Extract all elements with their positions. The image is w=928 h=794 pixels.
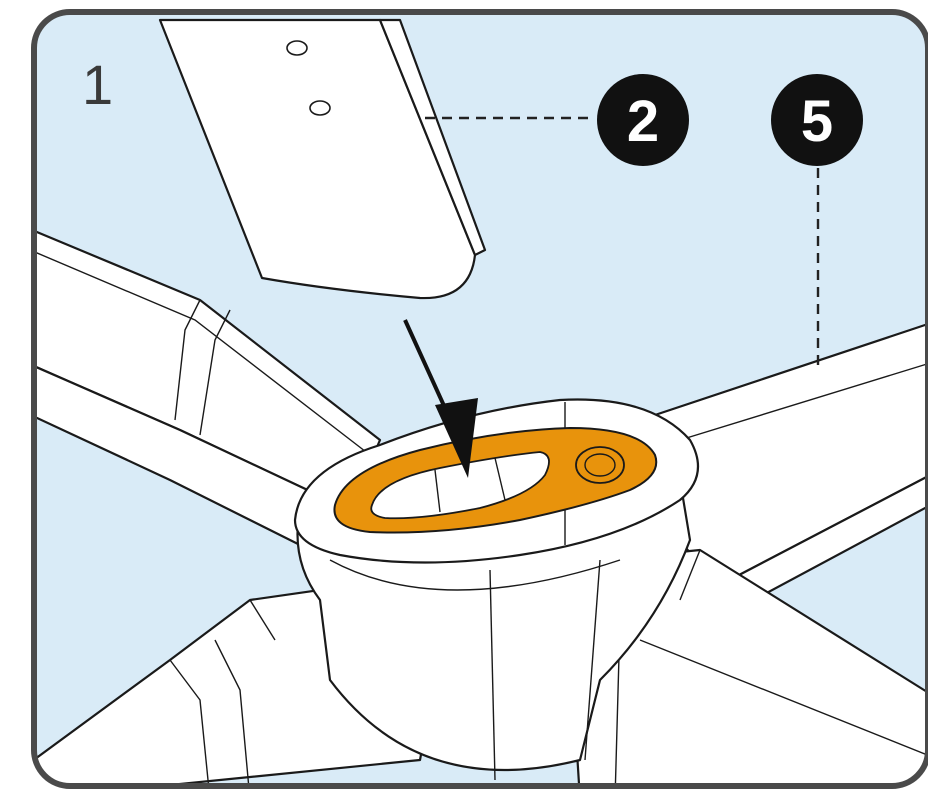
- callout-2: 2: [597, 74, 689, 166]
- insert-arrow: [403, 319, 478, 478]
- callout-5-label: 5: [801, 89, 833, 154]
- bolt-hole: [575, 446, 625, 484]
- callout-2-label: 2: [627, 89, 659, 154]
- callout-5-badge: [771, 74, 863, 166]
- upright-support: [158, 18, 487, 300]
- callout-5: 5: [771, 74, 863, 166]
- callout-2-badge: [597, 74, 689, 166]
- panel-frame: [31, 9, 928, 789]
- leg-back-left: [34, 223, 382, 562]
- socket-highlight: [333, 426, 658, 534]
- base-illustration: [34, 18, 928, 786]
- step-number: 1: [82, 53, 113, 116]
